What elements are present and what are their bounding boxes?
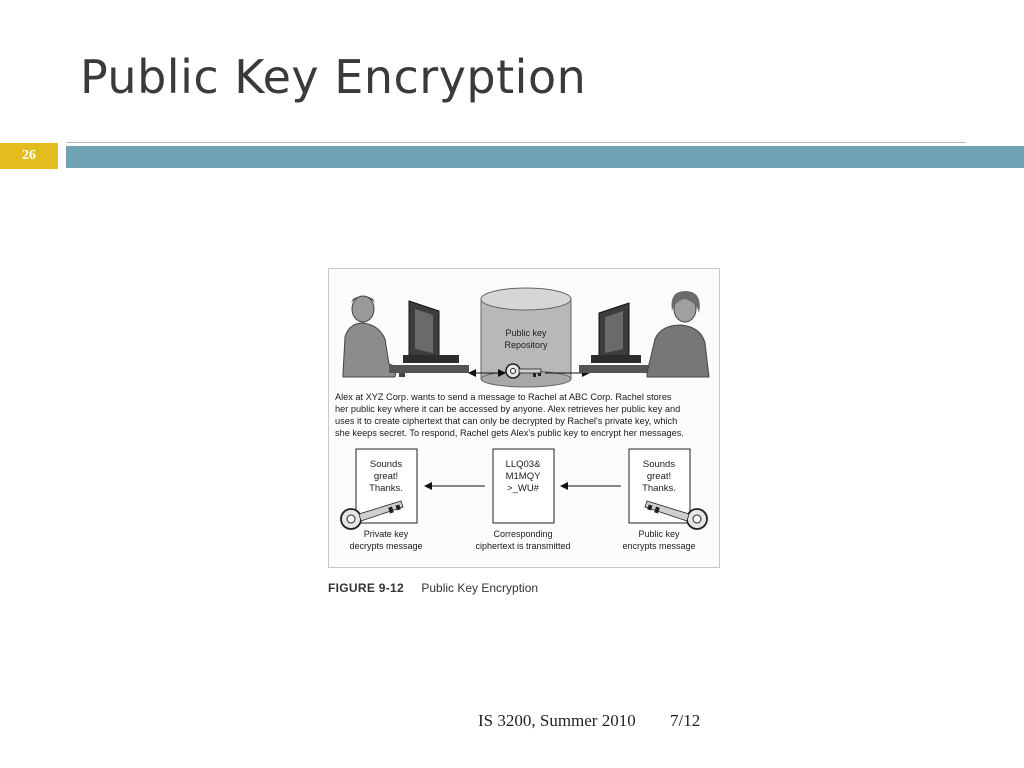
private-key-icon	[340, 500, 404, 530]
message-text: Sounds	[370, 459, 402, 470]
message-text: great!	[374, 471, 398, 482]
figure-caption: FIGURE 9-12 Public Key Encryption	[328, 581, 538, 595]
alex-person-icon	[342, 295, 398, 378]
step-label: encrypts message	[622, 541, 695, 551]
message-text: great!	[647, 471, 671, 482]
description-line: she keeps secret. To respond, Rachel get…	[335, 428, 684, 438]
figure-title: Public Key Encryption	[421, 581, 539, 595]
figure-public-key-encryption: Public key Repository Alex at XYZ Corp. …	[328, 268, 720, 568]
ciphertext-box	[492, 448, 555, 524]
step-label: Corresponding	[493, 529, 552, 539]
ciphertext-text: >_WU#	[507, 483, 540, 494]
ciphertext-text: LLQ03&	[506, 459, 542, 470]
rachel-person-icon	[646, 291, 710, 378]
message-text: Thanks.	[642, 483, 676, 494]
footer-date: 7/12	[669, 711, 701, 730]
footer-course: IS 3200, Summer 2010	[478, 711, 636, 730]
repository-label: Public key	[505, 328, 547, 338]
step-label: decrypts message	[349, 541, 422, 551]
step-label: Public key	[638, 529, 680, 539]
slide-title: Public Key Encryption	[80, 50, 587, 104]
description-line: uses it to create ciphertext that can on…	[335, 416, 677, 426]
description-line: her public key where it can be accessed …	[335, 404, 680, 414]
repository-label: Repository	[504, 340, 548, 350]
repository-key-icon	[505, 363, 542, 379]
figure-number: FIGURE 9-12	[328, 581, 404, 595]
right-computer-icon	[579, 302, 659, 373]
step-label: ciphertext is transmitted	[475, 541, 570, 551]
header-band	[66, 146, 1024, 168]
message-text: Sounds	[643, 459, 675, 470]
public-key-icon	[644, 500, 708, 530]
figure-illustration: Public key Repository Alex at XYZ Corp. …	[335, 287, 710, 551]
slide-number: 26	[0, 143, 58, 169]
message-text: Thanks.	[369, 483, 403, 494]
left-computer-icon	[389, 300, 469, 377]
step-label: Private key	[364, 529, 409, 539]
slide-footer: IS 3200, Summer 2010 7/12	[478, 711, 700, 731]
ciphertext-text: M1MQY	[506, 471, 542, 482]
title-divider	[66, 142, 966, 143]
description-line: Alex at XYZ Corp. wants to send a messag…	[335, 392, 672, 402]
